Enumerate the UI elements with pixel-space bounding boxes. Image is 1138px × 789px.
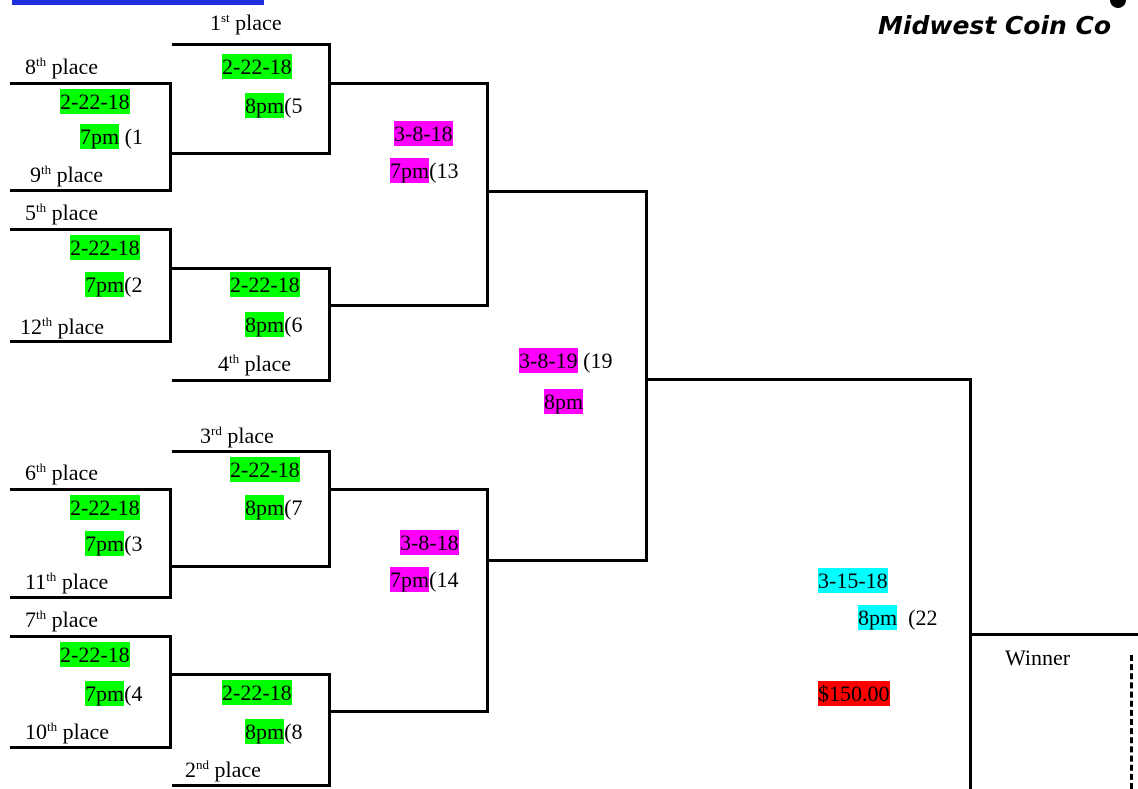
logo-emblem (1110, 0, 1126, 8)
game-8-time: 8pm(8 (245, 719, 303, 744)
seed-5th-place: 5th place (25, 200, 99, 225)
game-14-date: 3-8-18 (400, 530, 459, 555)
game-8-date: 2-22-18 (222, 680, 292, 705)
game-22-date: 3-15-18 (818, 568, 888, 593)
game-13-date: 3-8-18 (394, 121, 453, 146)
game-7-time: 8pm(7 (245, 495, 303, 520)
winner-label: Winner (1005, 645, 1071, 670)
game-14-time: 7pm(14 (390, 567, 459, 592)
seed-12th-place: 12th place (20, 314, 105, 339)
seed-1st-place: 1st place (210, 10, 282, 35)
game-2-time: 7pm(2 (85, 272, 143, 297)
logo: Midwest Coin Co (878, 11, 1112, 40)
game-6-time: 8pm(6 (245, 312, 303, 337)
game-19-date: 3-8-19 (19 (519, 348, 613, 373)
seed-10th-place: 10th place (25, 719, 110, 744)
game-22-time: 8pm (22 (858, 605, 938, 630)
seed-7th-place: 7th place (25, 607, 99, 632)
seed-6th-place: 6th place (25, 460, 99, 485)
game-2-date: 2-22-18 (70, 235, 140, 260)
seed-8th-place: 8th place (25, 54, 99, 79)
seed-4th-place: 4th place (218, 351, 292, 376)
seed-9th-place: 9th place (30, 162, 104, 187)
seed-3rd-place: 3rd place (200, 423, 274, 448)
game-19-time: 8pm (544, 389, 584, 414)
game-13-time: 7pm(13 (390, 158, 459, 183)
seed-11th-place: 11th place (25, 569, 109, 594)
game-3-date: 2-22-18 (70, 495, 140, 520)
game-1-time: 7pm (1 (80, 124, 143, 149)
game-5-date: 2-22-18 (222, 54, 292, 79)
game-7-date: 2-22-18 (230, 457, 300, 482)
game-6-date: 2-22-18 (230, 272, 300, 297)
game-4-date: 2-22-18 (60, 642, 130, 667)
prize-amount: $150.00 (818, 681, 890, 706)
game-5-time: 8pm(5 (245, 93, 303, 118)
game-1-date: 2-22-18 (60, 89, 130, 114)
game-4-time: 7pm(4 (85, 681, 143, 706)
link-underline[interactable] (12, 0, 264, 5)
game-3-time: 7pm(3 (85, 531, 143, 556)
seed-2nd-place: 2nd place (185, 757, 261, 782)
